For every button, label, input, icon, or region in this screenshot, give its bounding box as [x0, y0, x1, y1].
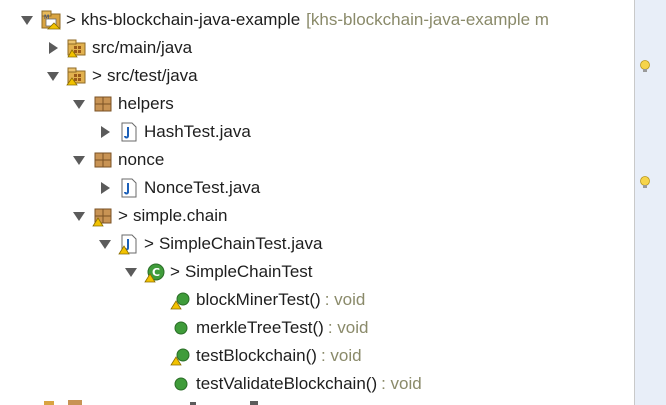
method-return-type: : void — [320, 346, 362, 365]
collapse-toggle-icon[interactable] — [96, 235, 114, 253]
package-icon — [92, 149, 114, 171]
tree-node-method[interactable]: testBlockchain() : void — [170, 342, 362, 370]
package-label: helpers — [118, 94, 174, 113]
package-label: simple.chain — [132, 206, 228, 225]
java-file-icon — [118, 233, 140, 255]
dirty-marker: > — [92, 66, 102, 85]
tree-node-file-simplechaintest[interactable]: > SimpleChainTest.java — [96, 230, 322, 258]
lightbulb-icon[interactable] — [639, 60, 651, 74]
dirty-marker: > — [170, 262, 180, 281]
tree-node-src-test-java[interactable]: > src/test/java — [44, 62, 198, 90]
tree-node-package-nonce[interactable]: nonce — [70, 146, 164, 174]
expand-toggle-icon[interactable] — [44, 39, 62, 57]
source-folder-icon — [66, 65, 88, 87]
src-test-label: src/test/java — [106, 66, 198, 85]
package-explorer-tree: M > khs-blockchain-java-example [khs-blo… — [0, 0, 634, 405]
method-label: merkleTreeTest() — [196, 318, 324, 337]
method-return-type: : void — [324, 290, 366, 309]
file-label: HashTest.java — [144, 122, 251, 141]
tree-node-src-main-java[interactable]: src/main/java — [44, 34, 192, 62]
collapse-toggle-icon[interactable] — [70, 151, 88, 169]
svg-text:C: C — [152, 266, 160, 279]
method-label: testValidateBlockchain() — [196, 374, 378, 393]
tree-node-class-simplechaintest[interactable]: C > SimpleChainTest — [122, 258, 313, 286]
method-label: blockMinerTest() — [196, 290, 321, 309]
public-method-warning-icon — [170, 289, 192, 311]
editor-side-panel — [635, 0, 666, 405]
collapse-toggle-icon[interactable] — [44, 67, 62, 85]
tree-node-package-helpers[interactable]: helpers — [70, 90, 174, 118]
lightbulb-icon[interactable] — [639, 176, 651, 190]
dirty-marker: > — [144, 234, 154, 253]
public-method-icon — [170, 317, 192, 339]
expand-toggle-icon[interactable] — [96, 179, 114, 197]
collapse-toggle-icon[interactable] — [70, 207, 88, 225]
file-label: NonceTest.java — [144, 178, 261, 197]
tree-node-project[interactable]: M > khs-blockchain-java-example [khs-blo… — [18, 6, 549, 34]
class-icon: C — [144, 261, 166, 283]
method-return-type: : void — [381, 374, 422, 393]
source-folder-icon — [66, 37, 88, 59]
tree-node-file-hashtest[interactable]: HashTest.java — [96, 118, 251, 146]
collapse-toggle-icon[interactable] — [70, 95, 88, 113]
public-method-warning-icon — [170, 345, 192, 367]
java-file-icon — [118, 177, 140, 199]
tree-node-method[interactable]: merkleTreeTest() : void — [170, 314, 368, 342]
class-label: SimpleChainTest — [184, 262, 313, 281]
repository-decorator: [khs-blockchain-java-example m — [306, 10, 549, 29]
file-label: SimpleChainTest.java — [158, 234, 323, 253]
package-icon — [92, 205, 114, 227]
java-file-icon — [118, 121, 140, 143]
dirty-marker: > — [118, 206, 128, 225]
method-return-type: : void — [327, 318, 369, 337]
method-label: testBlockchain() — [196, 346, 317, 365]
package-icon — [92, 93, 114, 115]
tree-node-method[interactable]: testValidateBlockchain() : void — [170, 370, 422, 398]
cut-off-row-icons — [44, 400, 258, 405]
package-label: nonce — [118, 150, 165, 169]
pane-divider[interactable] — [634, 0, 635, 405]
tree-node-file-noncetest[interactable]: NonceTest.java — [96, 174, 260, 202]
tree-node-package-simple-chain[interactable]: > simple.chain — [70, 202, 227, 230]
expand-toggle-icon[interactable] — [96, 123, 114, 141]
expand-toggle-icon[interactable] — [18, 11, 36, 29]
svg-text:M: M — [44, 14, 49, 21]
collapse-toggle-icon[interactable] — [122, 263, 140, 281]
project-label: khs-blockchain-java-example — [80, 10, 301, 29]
dirty-marker: > — [66, 10, 76, 29]
tree-node-method[interactable]: blockMinerTest() : void — [170, 286, 365, 314]
java-project-icon: M — [40, 9, 62, 31]
public-method-icon — [170, 373, 192, 395]
src-main-label: src/main/java — [92, 38, 193, 57]
